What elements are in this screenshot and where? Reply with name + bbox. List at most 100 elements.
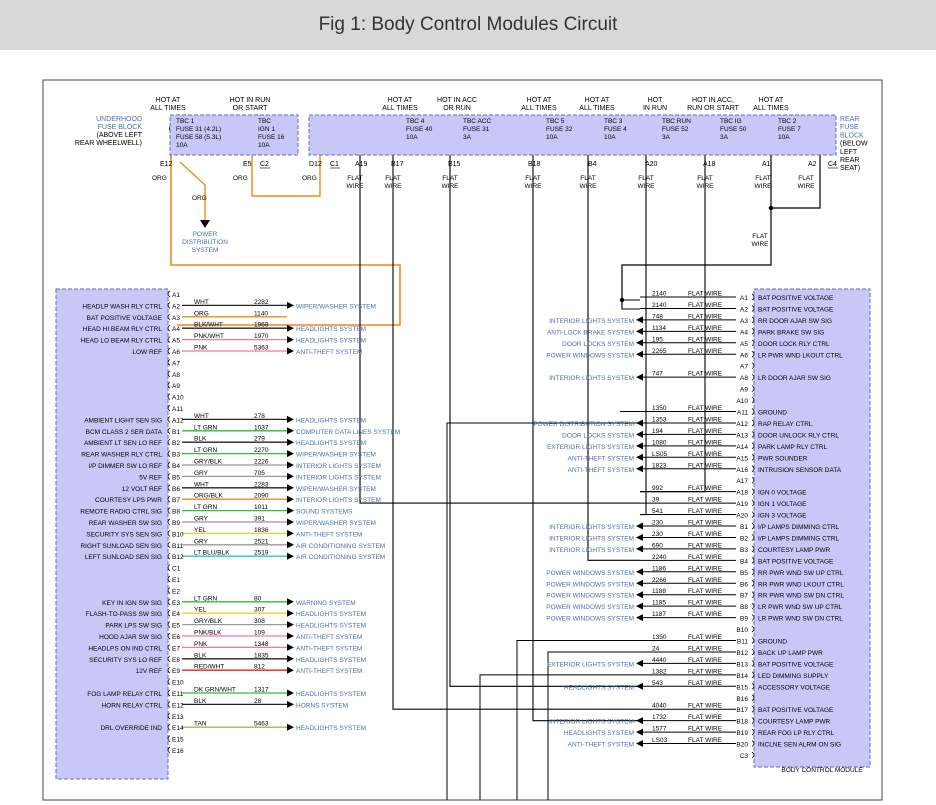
pin-label: B6: [172, 486, 180, 493]
destination-system: WIPER/WASHER SYSTEM: [296, 486, 376, 493]
flat-wire-label: FLAT: [580, 175, 595, 182]
wire-feed: [587, 155, 640, 561]
pin-label: A5: [740, 341, 748, 348]
fuse-rating: FUSE 58 (5.3L): [176, 134, 221, 141]
pin-bracket: [167, 370, 171, 378]
pin-bracket: [167, 347, 171, 355]
flat-wire-label: FLAT: [697, 175, 712, 182]
wire-color-label: PNK: [194, 641, 208, 648]
hot-label: ALL TIMES: [753, 105, 789, 112]
wire-feed: [359, 155, 640, 504]
wire-color-label: WHT: [194, 481, 209, 488]
terminal-label: B15: [448, 161, 461, 168]
wire-color-label: WHT: [194, 299, 209, 306]
hot-label: HOT IN RUN: [230, 97, 271, 104]
hot-label: RUN OR START: [687, 105, 740, 112]
wire-color-label: PNK/WHT: [194, 333, 224, 340]
pin-label: A8: [172, 372, 180, 379]
fuse-rating: TBC 5: [546, 118, 565, 125]
pin-label: E6: [172, 634, 180, 641]
pin-function: RIGHT SUNLOAD SEN SIG: [80, 543, 162, 550]
flat-wire-label: FLAT: [755, 175, 770, 182]
wire-color-label: GRY/BLK: [194, 459, 223, 466]
pin-function: LR PWR WND LKOUT CTRL: [758, 352, 843, 359]
arrow-right-icon: [287, 472, 294, 480]
pin-bracket: [167, 598, 171, 606]
pin-bracket: [751, 728, 755, 736]
destination-system: DOOR LOCKS SYSTEM: [562, 341, 634, 348]
pin-function: HEAD HI BEAM RLY CTRL: [83, 326, 163, 333]
pin-function: BAT POSITIVE VOLTAGE: [758, 558, 834, 565]
pin-bracket: [167, 302, 171, 309]
wire-color-label: LT GRN: [194, 424, 218, 431]
pin-bracket: [167, 461, 171, 469]
wire-feed: [640, 155, 706, 493]
terminal-label: A19: [355, 161, 368, 168]
pin-bracket: [751, 671, 755, 679]
flat-wire-label: WIRE: [442, 183, 460, 190]
pin-label: B1: [172, 429, 180, 436]
circuit-number: LS03: [652, 737, 668, 744]
hot-label: ALL TIMES: [521, 105, 557, 112]
fuse-rating: 10A: [604, 134, 616, 141]
rear-fuse-label: (BELOW: [840, 141, 868, 148]
wire-org-1140: [170, 155, 401, 326]
pin-label: B3: [172, 452, 180, 459]
arrow-left-icon: [636, 659, 643, 667]
pin-label: A11: [172, 406, 183, 413]
circuit-number: 230: [652, 520, 663, 527]
pin-function: BACK UP LAMP PWR: [758, 650, 823, 657]
wire-type: FLAT WIRE: [688, 714, 723, 721]
hot-label: HOT IN ACC,: [692, 97, 734, 104]
pin-label: B13: [736, 661, 748, 668]
pin-function: BAT POSITIVE VOLTAGE: [758, 306, 834, 313]
destination-system: ANTI-THEFT SYSTEM: [296, 668, 362, 675]
rear-fuse-label: SEAT): [840, 165, 860, 172]
flat-wire-label: FLAT: [525, 175, 540, 182]
flat-wire-label: WIRE: [752, 241, 770, 248]
wire-led: [479, 674, 640, 800]
pin-label: B18: [736, 719, 748, 726]
fuse-rating: TBC ACC: [463, 118, 491, 125]
module-label: BODY CONTROL MODULE: [781, 767, 863, 774]
wire-type: FLAT WIRE: [688, 577, 723, 584]
pin-label: B6: [740, 581, 748, 588]
rear-fuse-label: LEFT: [840, 149, 858, 156]
circuit-number: 24: [652, 645, 660, 652]
rear-fuse-label: REAR: [840, 116, 859, 123]
circuit-number: 543: [652, 680, 663, 687]
wire-color-label: YEL: [194, 607, 207, 614]
arrow-right-icon: [287, 450, 294, 458]
power-distribution-label: POWER: [193, 231, 218, 238]
wire-type: FLAT WIRE: [688, 645, 723, 652]
arrow-right-icon: [287, 700, 294, 708]
circuit-number: 748: [652, 313, 663, 320]
destination-system: HEADLIGHTS SYSTEM: [296, 338, 366, 345]
wire-type: FLAT WIRE: [688, 497, 723, 504]
pin-label: E8: [172, 657, 180, 664]
destination-system: ANTI-THEFT SYSTEM: [296, 634, 362, 641]
arrow-left-icon: [636, 442, 643, 450]
destination-system: INTERIOR LIGHTS SYSTEM: [296, 474, 381, 481]
destination-system: HEADLIGHTS SYSTEM: [564, 730, 634, 737]
wire-type: FLAT WIRE: [688, 485, 723, 492]
circuit-number: 1348: [254, 641, 269, 648]
hot-label: HOT AT: [388, 97, 413, 104]
hot-label: ALL TIMES: [382, 105, 418, 112]
pin-function: AMBIENT LT SEN LO REF: [84, 440, 162, 447]
arrow-right-icon: [287, 723, 294, 731]
destination-system: ANTI-THEFT SYSTEM: [296, 349, 362, 356]
pin-bracket: [751, 339, 755, 347]
circuit-number: 1186: [652, 565, 666, 572]
pin-bracket: [167, 438, 171, 446]
pin-label: A12: [736, 421, 748, 428]
fuse-rating: TBC: [258, 118, 271, 125]
pin-label: A7: [172, 360, 180, 367]
pin-label: A12: [172, 417, 184, 424]
pin-function: HEAD LO BEAM RLY CTRL: [81, 338, 163, 345]
circuit-number: 1350: [652, 634, 667, 641]
destination-system: INTERIOR LIGHTS SYSTEM: [549, 524, 634, 531]
destination-system: ANTI-THEFT SYSTEM: [296, 531, 362, 538]
arrow-left-icon: [636, 579, 643, 587]
